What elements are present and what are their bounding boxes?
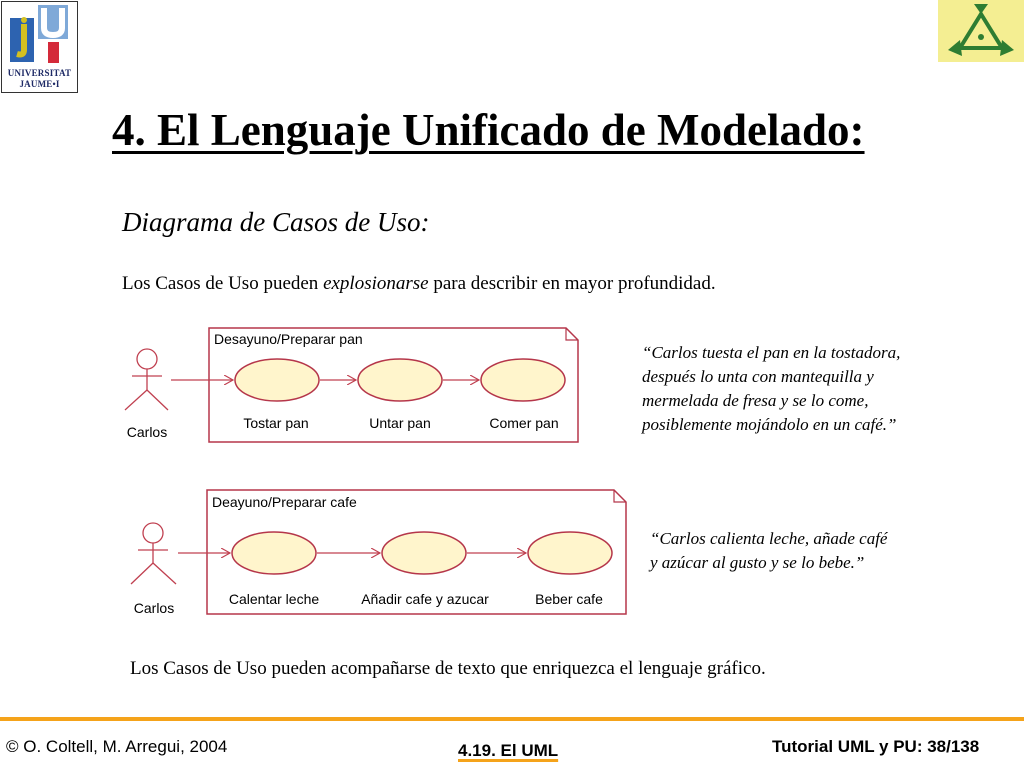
intro-paragraph: Los Casos de Uso pueden explosionarse pa… xyxy=(122,273,716,295)
diagram-2: Deayuno/Preparar cafe Carlos Calentar le… xyxy=(130,489,627,616)
diagram-1: Desayuno/Preparar pan Carlos Tostar pan … xyxy=(124,327,579,443)
slide-title: 4. El Lenguaje Unificado de Modelado: xyxy=(112,105,865,155)
actor-icon xyxy=(124,348,169,411)
actor-icon xyxy=(130,522,177,585)
footer-page-info: Tutorial UML y PU: 38/138 xyxy=(772,737,980,756)
footer-section-text: 4.19. El UML xyxy=(458,741,559,760)
use-case-ellipse xyxy=(381,531,467,575)
actor-label: Carlos xyxy=(127,424,167,440)
logo-text-line2: JAUME•I xyxy=(19,79,60,89)
university-logo: UNIVERSITAT JAUME•I xyxy=(1,1,78,93)
use-case-label: Calentar leche xyxy=(229,591,319,607)
intro-text-emphasis: explosionarse xyxy=(323,273,429,294)
footer-copyright: © O. Coltell, M. Arregui, 2004 xyxy=(6,737,228,756)
intro-text-start: Los Casos de Uso pueden xyxy=(122,273,324,294)
department-logo xyxy=(938,0,1024,62)
use-case-ellipse xyxy=(234,358,320,402)
use-case-ellipse xyxy=(357,358,443,402)
diagram1-quote: “Carlos tuesta el pan en la tostadora, d… xyxy=(642,341,900,437)
intro-text-end: para describir en mayor profundidad. xyxy=(428,273,716,294)
logo-text-line1: UNIVERSITAT xyxy=(7,68,72,78)
quote-line: mermelada de fresa y se lo come, xyxy=(642,391,869,410)
slide-subtitle: Diagrama de Casos de Uso: xyxy=(122,207,430,237)
use-case-label: Beber cafe xyxy=(535,591,603,607)
triangle-arrows-icon xyxy=(948,4,1014,56)
footer-section: 4.19. El UML xyxy=(458,741,558,761)
diagram2-quote: “Carlos calienta leche, añade café y azú… xyxy=(650,527,887,575)
closing-paragraph: Los Casos de Uso pueden acompañarse de t… xyxy=(130,658,766,679)
quote-line: “Carlos tuesta el pan en la tostadora, xyxy=(642,343,901,362)
university-emblem-icon xyxy=(10,5,68,63)
actor-label: Carlos xyxy=(134,600,174,616)
package-label: Deayuno/Preparar cafe xyxy=(212,494,357,510)
use-case-label: Añadir cafe y azucar xyxy=(361,591,489,607)
package-label: Desayuno/Preparar pan xyxy=(214,331,363,347)
use-case-label: Untar pan xyxy=(369,415,430,431)
quote-line: y azúcar al gusto y se lo bebe.” xyxy=(650,553,865,572)
use-case-ellipse xyxy=(231,531,317,575)
use-case-ellipse xyxy=(527,531,613,575)
quote-line: posiblemente mojándolo en un café.” xyxy=(642,415,897,434)
use-case-label: Tostar pan xyxy=(243,415,308,431)
footer-divider xyxy=(0,717,1024,721)
use-case-label: Comer pan xyxy=(489,415,558,431)
use-case-ellipse xyxy=(480,358,566,402)
quote-line: después lo unta con mantequilla y xyxy=(642,367,874,386)
quote-line: “Carlos calienta leche, añade café xyxy=(650,529,888,548)
